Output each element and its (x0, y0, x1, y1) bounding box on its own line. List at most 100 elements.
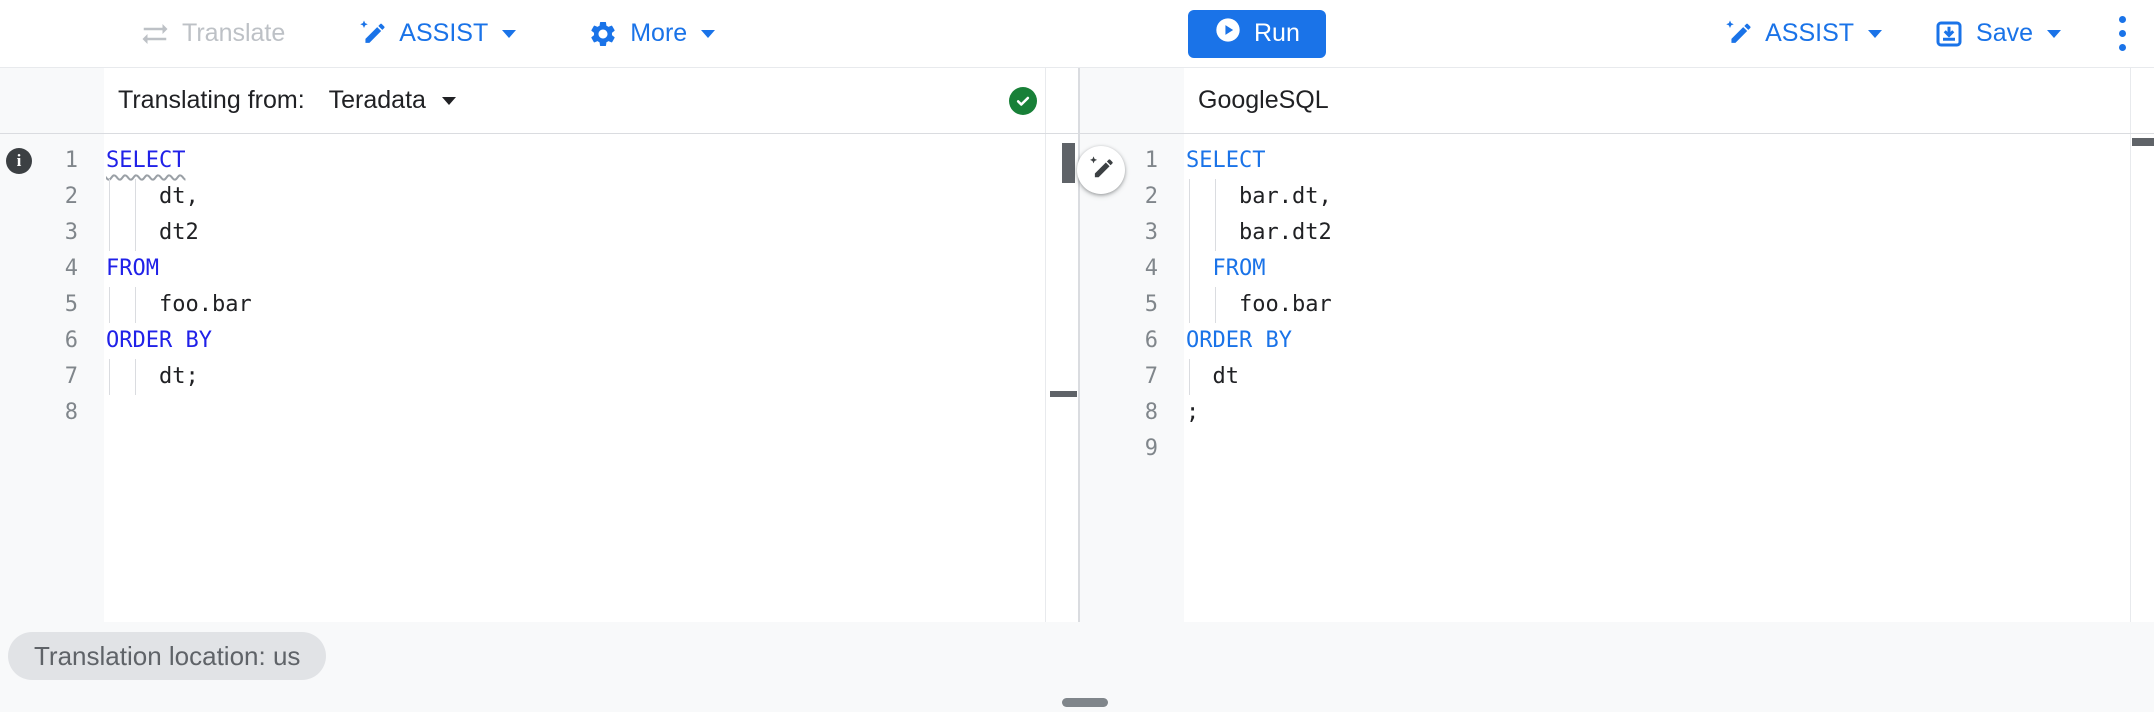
line-number: 1 (64, 148, 78, 173)
translation-success-check-icon (1009, 86, 1037, 115)
code-line: bar.dt, (1186, 179, 2130, 215)
chevron-down-icon (441, 96, 456, 105)
vertical-scrollbar-thumb[interactable] (1062, 143, 1075, 183)
play-circle-icon (1214, 16, 1242, 51)
horizontal-scrollbar-thumb[interactable] (1050, 391, 1077, 397)
sql-text: ; (1186, 400, 1200, 425)
googlesql-label: GoogleSQL (1198, 86, 1329, 114)
indent-guide (1215, 287, 1216, 323)
indent-guide (109, 287, 110, 323)
line-number: 5 (1144, 292, 1158, 317)
indent-guide (109, 359, 110, 395)
indent-guide (1189, 251, 1190, 287)
gutter-spacer (1080, 68, 1184, 133)
code-line: dt, (106, 179, 1045, 215)
code-line: dt; (106, 359, 1045, 395)
toolbar: Translate ASSIST More (0, 0, 2154, 68)
gear-icon (588, 19, 618, 49)
chevron-down-icon (2047, 29, 2061, 38)
save-button[interactable]: Save (1934, 19, 2061, 49)
sql-keyword: FROM (1212, 256, 1266, 281)
scrollbar-spacer (2130, 68, 2154, 133)
pen-sparkle-icon (1087, 155, 1115, 186)
code-line: ORDER BY (1186, 323, 2130, 359)
code-line: foo.bar (1186, 287, 2130, 323)
indent-guide (1189, 215, 1190, 251)
sql-text: foo.bar (1186, 292, 1332, 317)
code-line: FROM (106, 251, 1045, 287)
sql-text: dt; (106, 364, 199, 389)
indent-guide (135, 359, 136, 395)
source-dialect-dropdown[interactable]: Teradata (329, 86, 456, 115)
line-number: 7 (1144, 364, 1158, 389)
sql-text: bar.dt, (1186, 184, 1332, 209)
line-number: 6 (1144, 328, 1158, 353)
line-number: 2 (1144, 184, 1158, 209)
code-line: dt2 (106, 215, 1045, 251)
pane-divider[interactable] (1078, 68, 1080, 622)
dot (2119, 44, 2126, 51)
sql-keyword: ORDER BY (106, 328, 212, 353)
indent-guide (135, 179, 136, 215)
line-number: 5 (64, 292, 78, 317)
code-line: bar.dt2 (1186, 215, 2130, 251)
chevron-down-icon (1868, 29, 1883, 38)
dot (2119, 30, 2126, 37)
vertical-scrollbar-thumb[interactable] (2132, 138, 2154, 146)
indent-guide (109, 215, 110, 251)
indent-guide (1215, 179, 1216, 215)
sql-text: dt (1186, 364, 1239, 389)
indent-guide (135, 215, 136, 251)
code-line: foo.bar (106, 287, 1045, 323)
code-line: dt (1186, 359, 2130, 395)
translate-button[interactable]: Translate (140, 19, 285, 49)
overflow-menu-button[interactable] (2113, 10, 2132, 57)
run-label: Run (1254, 19, 1300, 47)
sql-keyword: SELECT (106, 148, 186, 173)
line-number: 3 (64, 220, 78, 245)
line-number: 7 (64, 364, 78, 389)
assist-right-label: ASSIST (1765, 19, 1855, 47)
assist-floating-button[interactable] (1077, 146, 1125, 194)
line-number: 3 (1144, 220, 1158, 245)
sql-keyword: ORDER BY (1186, 328, 1292, 353)
sql-text: foo.bar (106, 292, 252, 317)
panel-resize-handle[interactable] (1062, 698, 1108, 707)
assist-button-right[interactable]: ASSIST (1723, 19, 1883, 49)
line-number: 4 (64, 256, 78, 281)
sql-keyword: SELECT (1186, 148, 1266, 173)
indent-guide (135, 287, 136, 323)
toolbar-left: Translate ASSIST More (0, 19, 1078, 49)
assist-button[interactable]: ASSIST (357, 19, 517, 49)
indent-guide (1189, 287, 1190, 323)
code-line: FROM (1186, 251, 2130, 287)
more-label: More (630, 19, 688, 47)
code-line: ; (1186, 395, 2130, 431)
scrollbar-spacer (1045, 68, 1078, 133)
swap-arrows-icon (140, 19, 170, 49)
run-button[interactable]: Run (1188, 9, 1326, 58)
dialect-value: Teradata (328, 86, 426, 114)
chevron-down-icon (701, 29, 716, 38)
sql-text: dt2 (106, 220, 199, 245)
sql-keyword: FROM (106, 256, 159, 281)
translation-location-badge: Translation location: us (8, 632, 327, 680)
more-button[interactable]: More (588, 19, 716, 49)
footer-strip: Translation location: us (0, 622, 2154, 712)
line-number: 2 (64, 184, 78, 209)
assist-pen-sparkle-icon (1723, 19, 1753, 49)
code-line (106, 395, 1045, 431)
indent-guide (109, 179, 110, 215)
info-annotation-icon[interactable]: i (6, 148, 32, 174)
code-line: ORDER BY (106, 323, 1045, 359)
